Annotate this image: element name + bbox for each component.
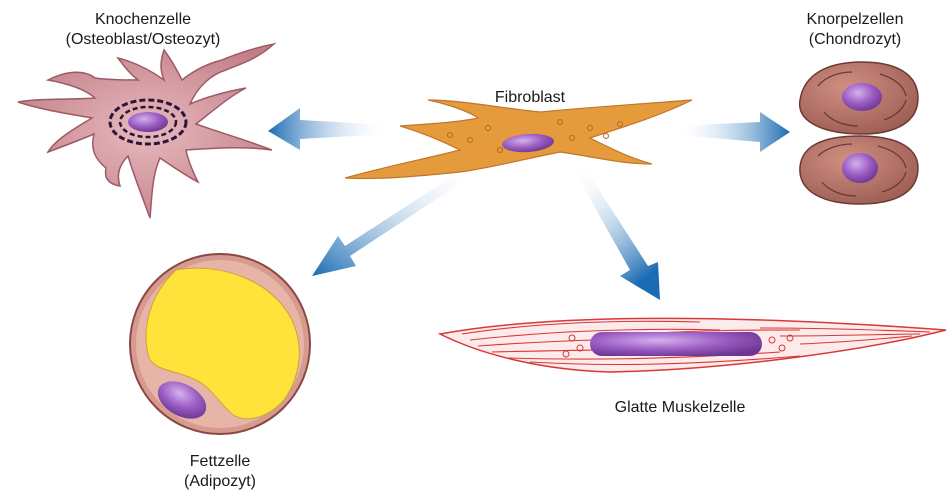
arrow-to-cartilage [675, 112, 790, 152]
fat-cell-label-line2: (Adipozyt) [140, 472, 300, 492]
fat-cell-label-line1: Fettzelle [140, 452, 300, 472]
arrow-to-muscle [575, 168, 660, 300]
arrow-to-bone [268, 108, 390, 150]
arrow-to-fat [312, 165, 476, 276]
smooth-muscle-label: Glatte Muskelzelle [560, 398, 800, 418]
bone-cell-label-line2: (Osteoblast/Osteozyt) [28, 30, 258, 50]
fibroblast-cell [345, 100, 692, 179]
cartilage-cell-label: Knorpelzellen (Chondrozyt) [780, 10, 930, 50]
cartilage-cells [800, 62, 918, 204]
chondrocyte-top [800, 62, 918, 134]
fat-cell [130, 254, 310, 434]
fat-cell-label: Fettzelle (Adipozyt) [140, 452, 300, 492]
bone-cell-label-line1: Knochenzelle [28, 10, 258, 30]
cartilage-cell-label-line1: Knorpelzellen [780, 10, 930, 30]
cartilage-cell-label-line2: (Chondrozyt) [780, 30, 930, 50]
fibroblast-label: Fibroblast [470, 88, 590, 108]
smooth-muscle-cell [440, 318, 946, 372]
chondrocyte-bottom [800, 136, 918, 204]
bone-cell-label: Knochenzelle (Osteoblast/Osteozyt) [28, 10, 258, 50]
bone-cell [18, 44, 274, 218]
